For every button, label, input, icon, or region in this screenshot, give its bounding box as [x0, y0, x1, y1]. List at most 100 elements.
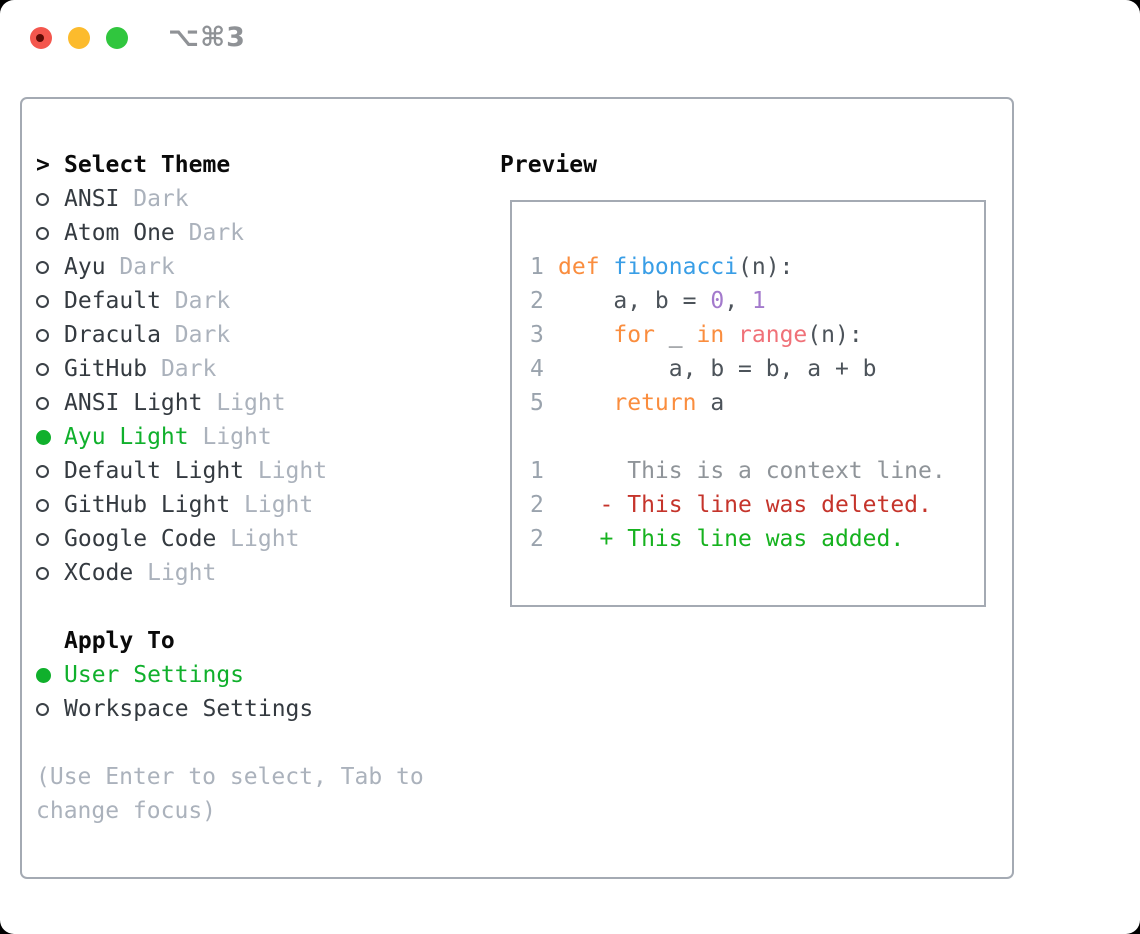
traffic-lights	[30, 27, 128, 49]
option-variant-label: Light	[244, 458, 328, 484]
code-segment-function: fibonacci	[613, 254, 739, 280]
radio-icon	[36, 192, 64, 206]
code-segment-text: (n):	[807, 322, 863, 348]
radio-icon	[36, 260, 64, 274]
code-segment-text: _	[654, 322, 697, 348]
radio-selected-icon	[36, 429, 64, 445]
option-label: Ayu Light	[64, 424, 189, 450]
code-line: 4 a, b = b, a + b	[530, 352, 984, 386]
theme-option-xcode-light[interactable]: XCode Light	[36, 556, 424, 590]
line-number: 5	[530, 390, 544, 416]
theme-option-ayu-light-light[interactable]: Ayu Light Light	[36, 420, 424, 454]
theme-option-default-dark[interactable]: Default Dark	[36, 284, 424, 318]
line-number: 2	[530, 288, 544, 314]
window-title: ⌥⌘3	[168, 22, 246, 53]
code-segment-number: 1	[751, 288, 766, 314]
option-label: XCode	[64, 560, 134, 586]
prompt-caret-icon: >	[36, 152, 50, 178]
apply-option-workspace-settings[interactable]: Workspace Settings	[36, 692, 424, 726]
code-segment-text: a, b =	[558, 288, 711, 314]
code-segment-text	[558, 492, 600, 518]
apply-to-title: Apply To	[64, 628, 175, 654]
radio-icon	[36, 464, 64, 478]
code-segment-text	[724, 322, 738, 348]
radio-icon	[36, 566, 64, 580]
select-theme-title: Select Theme	[64, 152, 231, 178]
option-variant-label: Dark	[160, 288, 231, 314]
code-segment-keyword: in	[696, 322, 725, 348]
select-theme-header: > Select Theme	[36, 148, 424, 182]
option-label: User Settings	[64, 662, 245, 688]
code-segment-text: ,	[724, 288, 752, 314]
radio-icon	[36, 702, 64, 716]
option-label: Atom One	[64, 220, 175, 246]
radio-selected-icon	[36, 667, 64, 683]
code-segment-builtin: range	[738, 322, 808, 348]
zoom-button[interactable]	[106, 27, 128, 49]
code-line: 5 return a	[530, 386, 984, 420]
line-number: 2	[530, 492, 544, 518]
radio-icon	[36, 226, 64, 240]
option-label: GitHub	[64, 356, 148, 382]
code-segment-text	[558, 322, 613, 348]
option-label: Default Light	[64, 458, 245, 484]
radio-icon	[36, 498, 64, 512]
option-label: Ayu	[64, 254, 106, 280]
code-line: 2 + This line was added.	[530, 522, 984, 556]
line-number: 2	[530, 526, 544, 552]
line-number: 3	[530, 322, 544, 348]
close-button[interactable]	[30, 27, 52, 49]
apply-option-user-settings[interactable]: User Settings	[36, 658, 424, 692]
option-variant-label: Dark	[174, 220, 245, 246]
option-variant-label: Dark	[147, 356, 217, 382]
radio-icon	[36, 328, 64, 342]
code-line: 2 a, b = 0, 1	[530, 284, 984, 318]
theme-option-ayu-dark[interactable]: Ayu Dark	[36, 250, 424, 284]
spacer	[36, 590, 424, 624]
option-variant-label: Light	[188, 424, 272, 450]
line-number: 1	[530, 458, 544, 484]
theme-option-google-code-light[interactable]: Google Code Light	[36, 522, 424, 556]
radio-icon	[36, 532, 64, 546]
apply-to-header: Apply To	[36, 624, 424, 658]
theme-option-ansi-light-light[interactable]: ANSI Light Light	[36, 386, 424, 420]
option-label: Default	[64, 288, 161, 314]
option-label: GitHub Light	[64, 492, 231, 518]
code-segment-keyword: for	[613, 322, 655, 348]
option-label: Workspace Settings	[64, 696, 314, 722]
code-segment-removed: - This line was deleted.	[599, 492, 932, 518]
code-line: 1 This is a context line.	[530, 454, 984, 488]
code-segment-text	[558, 526, 600, 552]
radio-icon	[36, 362, 64, 376]
code-segment-keyword: def	[558, 254, 614, 280]
theme-option-github-light-light[interactable]: GitHub Light Light	[36, 488, 424, 522]
option-label: Google Code	[64, 526, 217, 552]
code-segment-text: a	[696, 390, 725, 416]
code-line: 2 - This line was deleted.	[530, 488, 984, 522]
code-line: 3 for _ in range(n):	[530, 318, 984, 352]
theme-option-default-light-light[interactable]: Default Light Light	[36, 454, 424, 488]
option-label: ANSI	[64, 186, 120, 212]
option-variant-label: Light	[133, 560, 217, 586]
code-segment-text: (n):	[738, 254, 794, 280]
theme-option-github-dark[interactable]: GitHub Dark	[36, 352, 424, 386]
theme-option-ansi-dark[interactable]: ANSI Dark	[36, 182, 424, 216]
option-variant-label: Dark	[105, 254, 175, 280]
spacer	[36, 726, 424, 760]
option-label: ANSI Light	[64, 390, 203, 416]
preview-title: Preview	[500, 152, 597, 178]
help-text-line-2: change focus)	[36, 798, 217, 824]
radio-icon	[36, 294, 64, 308]
theme-option-atom-one-dark[interactable]: Atom One Dark	[36, 216, 424, 250]
option-variant-label: Dark	[119, 186, 189, 212]
theme-option-dracula-dark[interactable]: Dracula Dark	[36, 318, 424, 352]
minimize-button[interactable]	[68, 27, 90, 49]
option-variant-label: Light	[202, 390, 286, 416]
option-label: Dracula	[64, 322, 161, 348]
